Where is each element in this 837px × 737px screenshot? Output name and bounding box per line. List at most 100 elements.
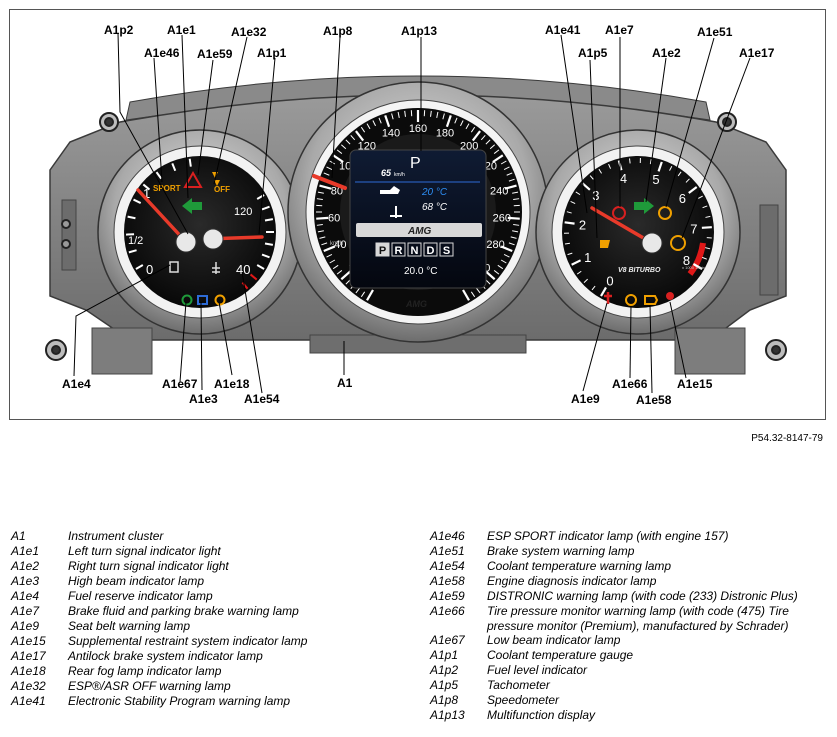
speedometer-tick bbox=[436, 111, 439, 118]
speedometer-scale-label: 140 bbox=[382, 127, 400, 139]
tachometer-tick bbox=[669, 165, 673, 171]
left-gauge: 0 1/2 1 40 120 SPORT OFF bbox=[97, 129, 303, 335]
tachometer-tick bbox=[567, 252, 573, 256]
coolant-temp-icon bbox=[212, 262, 220, 274]
speedometer-tick bbox=[512, 230, 519, 233]
left-gauge-tick bbox=[249, 273, 258, 281]
display-speed-limit: 65 bbox=[381, 168, 392, 178]
display-coolant-temp: 68 °C bbox=[422, 202, 448, 213]
esp-off-indicator: OFF bbox=[214, 185, 230, 194]
legend-description: ESP®/ASR OFF warning lamp bbox=[68, 679, 231, 693]
speedometer-tick bbox=[500, 259, 507, 264]
speedometer-tick bbox=[345, 279, 351, 285]
left-gauge-hub-right bbox=[202, 228, 224, 250]
tachometer-tick bbox=[701, 256, 708, 260]
brake-system-warning-icon bbox=[658, 206, 672, 220]
tachometer-tick bbox=[598, 168, 602, 174]
legend-description: Coolant temperature warning lamp bbox=[487, 559, 672, 573]
bezel-brand-logo: AMG bbox=[405, 299, 427, 309]
speedometer-tick bbox=[504, 184, 517, 190]
speedometer-tick bbox=[336, 149, 343, 154]
tachometer-tick bbox=[571, 259, 582, 266]
speedometer-tick bbox=[317, 230, 324, 233]
legend-description: Antilock brake system indicator lamp bbox=[68, 649, 263, 663]
speedometer-tick bbox=[321, 242, 328, 246]
tachometer-tick bbox=[698, 195, 703, 199]
tachometer-tick bbox=[570, 201, 576, 204]
speedometer-tick bbox=[497, 264, 504, 270]
speedometer-tick bbox=[340, 144, 347, 150]
esp-warning-icon bbox=[600, 240, 610, 248]
callout-A1p13: A1p13 bbox=[401, 24, 438, 38]
speed-unit-label: km/h bbox=[330, 241, 343, 247]
tachometer-tick bbox=[677, 171, 682, 177]
gear-selector-box bbox=[375, 242, 390, 257]
legend-description: Engine diagnosis indicator lamp bbox=[487, 574, 657, 588]
speedometer-tick bbox=[442, 113, 445, 120]
legend-description: Fuel reserve indicator lamp bbox=[68, 589, 213, 603]
gear-selector-box bbox=[391, 242, 406, 257]
speedometer-tick bbox=[319, 184, 332, 190]
callout-A1e1: A1e1 bbox=[167, 23, 196, 37]
tachometer-scale-label: 5 bbox=[652, 172, 659, 187]
legend-description: Right turn signal indicator light bbox=[68, 559, 229, 573]
legend-description: Multifunction display bbox=[487, 708, 596, 722]
speedometer-tick bbox=[326, 254, 333, 258]
tachometer-scale-label: 6 bbox=[679, 191, 686, 206]
legend-code: A1e1 bbox=[11, 544, 40, 558]
callout-A1e59: A1e59 bbox=[197, 47, 233, 61]
legend-code: A1p8 bbox=[430, 693, 459, 707]
tachometer-tick bbox=[608, 163, 612, 169]
speedometer-tick bbox=[336, 270, 343, 275]
callout-A1e32: A1e32 bbox=[231, 25, 267, 39]
callout-A1e58: A1e58 bbox=[636, 393, 672, 407]
legend-description: Brake system warning lamp bbox=[487, 544, 635, 558]
tachometer-tick bbox=[692, 263, 703, 270]
legend-code: A1e17 bbox=[11, 649, 46, 663]
speedometer-tick bbox=[360, 291, 366, 298]
left-gauge-hub-left bbox=[175, 231, 197, 253]
gear-selector-letter: N bbox=[411, 245, 419, 257]
speedometer-tick bbox=[360, 126, 366, 133]
brake-fluid-warning-icon bbox=[612, 206, 626, 220]
legend-description: Rear fog lamp indicator lamp bbox=[68, 664, 222, 678]
gear-selector-box bbox=[439, 242, 454, 257]
legend-code: A1 bbox=[11, 529, 26, 543]
legend-code: A1e67 bbox=[430, 633, 465, 647]
speedometer-tick bbox=[508, 242, 515, 246]
callout-A1e46: A1e46 bbox=[144, 46, 180, 60]
legend-code: A1e46 bbox=[430, 529, 465, 543]
gear-selector-letter: D bbox=[427, 245, 435, 257]
speedometer-tick bbox=[485, 139, 491, 145]
speedometer-tick bbox=[366, 289, 374, 301]
speedometer-tick bbox=[513, 198, 520, 200]
legend-code: A1e41 bbox=[11, 694, 46, 708]
fuel-pump-icon bbox=[169, 261, 179, 273]
tachometer-tick bbox=[564, 242, 571, 245]
speedometer-tick bbox=[512, 191, 519, 194]
distronic-warning-icon bbox=[212, 172, 220, 186]
callout-A1p2: A1p2 bbox=[104, 23, 134, 37]
speedometer-scale-label: 160 bbox=[409, 123, 427, 135]
speedometer-tick bbox=[513, 224, 520, 226]
callout-A1p1: A1p1 bbox=[257, 46, 287, 60]
speedometer-tick bbox=[493, 270, 500, 275]
legend-code: A1e3 bbox=[11, 574, 40, 588]
callout-A1e41: A1e41 bbox=[545, 23, 581, 37]
speedometer-scale-label: 180 bbox=[436, 127, 454, 139]
speedometer-tick bbox=[476, 287, 481, 294]
seat-belt-warning-icon bbox=[604, 292, 612, 304]
tachometer-tick bbox=[591, 285, 596, 291]
tachometer-unit: x 1000 1/min bbox=[682, 265, 705, 270]
tachometer-scale-label: 3 bbox=[592, 188, 599, 203]
legend-code: A1p2 bbox=[430, 663, 459, 677]
speedometer-tick bbox=[500, 245, 513, 253]
legend-row: A1e17 Antilock brake system indicator lam… bbox=[11, 649, 411, 664]
